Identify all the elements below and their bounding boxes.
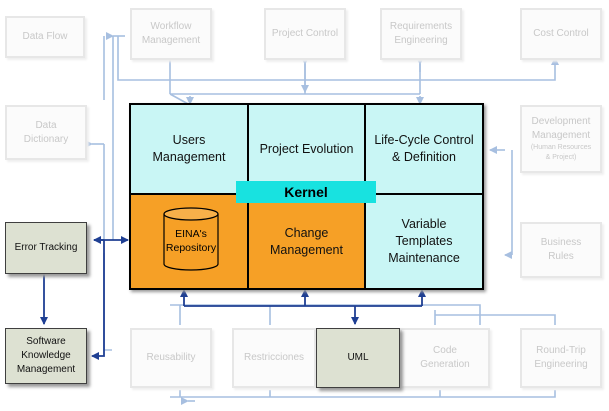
restricciones-module[interactable]: Restricciones <box>232 328 316 388</box>
skm-label-2: Knowledge <box>21 350 71 361</box>
restricciones-label: Restricciones <box>243 352 305 363</box>
requirements-label-1: Requirements <box>389 21 453 32</box>
database-cylinder-icon <box>163 207 219 271</box>
development-label-1: Development <box>531 116 591 127</box>
reusability-module[interactable]: Reusability <box>130 328 212 388</box>
lifecycle-label-2: & Definition <box>392 150 456 164</box>
variable-templates-label-2: Templates <box>395 234 453 248</box>
data-dictionary-module[interactable]: Data Dictionary <box>5 105 87 160</box>
reusability-label: Reusability <box>146 352 196 363</box>
repository-label: EINA's Repository <box>150 227 232 255</box>
variable-templates-label-3: Maintenance <box>388 251 460 265</box>
project-control-label: Project Control <box>271 28 339 39</box>
round-trip-label-1: Round-Trip <box>536 345 586 356</box>
business-rules-label-2: Rules <box>548 251 574 262</box>
development-label-3: (Human Resources <box>530 144 592 151</box>
workflow-management-module[interactable]: Workflow Management <box>130 8 212 60</box>
variable-templates-label-1: Variable <box>401 217 447 231</box>
users-management-cell[interactable]: Users Management <box>131 105 247 193</box>
business-rules-module[interactable]: Business Rules <box>520 222 602 278</box>
project-evolution-cell[interactable]: Project Evolution <box>249 105 364 193</box>
data-dictionary-label-2: Dictionary <box>23 133 69 145</box>
change-management-label-1: Change <box>284 225 329 240</box>
data-flow-module[interactable]: Data Flow <box>5 16 85 58</box>
error-tracking-module[interactable]: Error Tracking <box>5 222 87 274</box>
round-trip-label-2: Engineering <box>534 359 588 370</box>
code-generation-label-2: Generation <box>420 359 470 370</box>
development-label-2: Management <box>531 130 591 141</box>
requirements-engineering-module[interactable]: Requirements Engineering <box>380 8 462 60</box>
error-tracking-label: Error Tracking <box>14 242 78 253</box>
change-management-label-2: Management <box>270 242 343 257</box>
project-control-module[interactable]: Project Control <box>264 8 346 60</box>
workflow-label-1: Workflow <box>150 21 192 32</box>
data-flow-label: Data Flow <box>22 31 68 42</box>
requirements-label-2: Engineering <box>394 35 448 46</box>
workflow-label-2: Management <box>141 35 201 46</box>
project-evolution-label: Project Evolution <box>259 141 354 156</box>
change-management-cell[interactable]: Change Management <box>249 195 364 288</box>
repository-label-1: EINA's <box>175 228 207 240</box>
skm-label-1: Software <box>26 336 66 347</box>
code-generation-label-1: Code <box>433 345 457 356</box>
kernel-bar[interactable]: Kernel <box>236 181 376 203</box>
users-management-label-2: Management <box>152 150 226 164</box>
code-generation-module[interactable]: Code Generation <box>400 328 490 388</box>
uml-module[interactable]: UML <box>316 328 400 388</box>
variable-templates-cell[interactable]: Variable Templates Maintenance <box>366 195 482 288</box>
repository-label-2: Repository <box>165 242 217 254</box>
lifecycle-label-1: Life-Cycle Control <box>374 133 474 147</box>
data-dictionary-label-1: Data <box>35 119 57 131</box>
software-knowledge-management-module[interactable]: Software Knowledge Management <box>5 328 87 384</box>
skm-label-3: Management <box>16 364 76 375</box>
round-trip-engineering-module[interactable]: Round-Trip Engineering <box>520 328 602 388</box>
users-management-label-1: Users <box>172 133 206 147</box>
development-label-4: & Project) <box>545 154 577 161</box>
development-management-module[interactable]: Development Management (Human Resources … <box>520 105 602 173</box>
uml-label: UML <box>347 352 369 363</box>
cost-control-label: Cost Control <box>533 28 589 39</box>
business-rules-label-1: Business <box>540 237 582 248</box>
lifecycle-control-cell[interactable]: Life-Cycle Control & Definition <box>366 105 482 193</box>
cost-control-module[interactable]: Cost Control <box>520 8 602 60</box>
kernel-label: Kernel <box>284 184 328 200</box>
